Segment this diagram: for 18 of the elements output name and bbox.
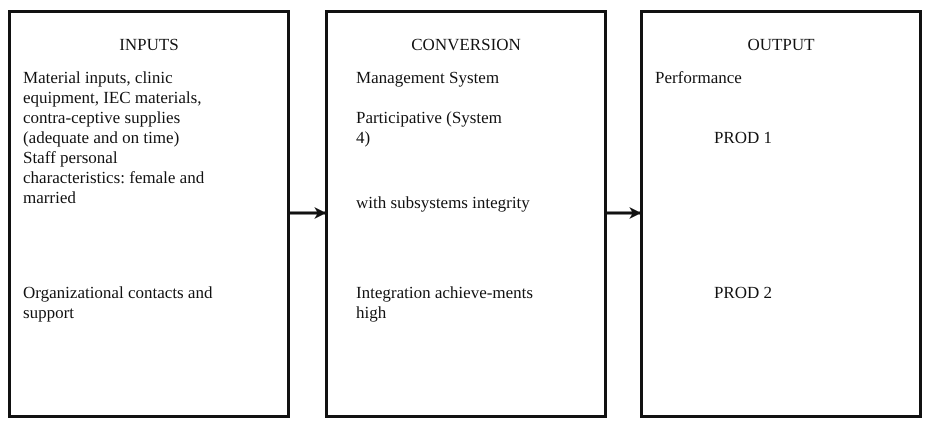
process-box: [640, 10, 922, 418]
box-heading: INPUTS: [118, 35, 180, 55]
box-text: Participative (System 4): [356, 108, 503, 148]
box-text: Organizational contacts and support: [23, 283, 214, 323]
box-text: Material inputs, clinic equipment, IEC materials, contra-ceptive supplies (adequate and on time): [23, 68, 202, 148]
arrow: [607, 207, 642, 219]
process-box: [325, 10, 607, 418]
arrow: [290, 207, 326, 219]
box-text: Performance: [655, 68, 743, 88]
box-text: PROD 1: [712, 128, 774, 148]
box-text: with subsystems integrity: [356, 193, 531, 213]
box-text: Integration achieve-ments high: [356, 283, 534, 323]
process-box: [8, 10, 290, 418]
box-heading: OUTPUT: [746, 35, 816, 55]
box-text: Management System: [356, 68, 500, 88]
box-text: PROD 2: [712, 283, 774, 303]
box-heading: CONVERSION: [410, 35, 522, 55]
box-text: Staff personal characteristics: female and married: [23, 148, 206, 208]
